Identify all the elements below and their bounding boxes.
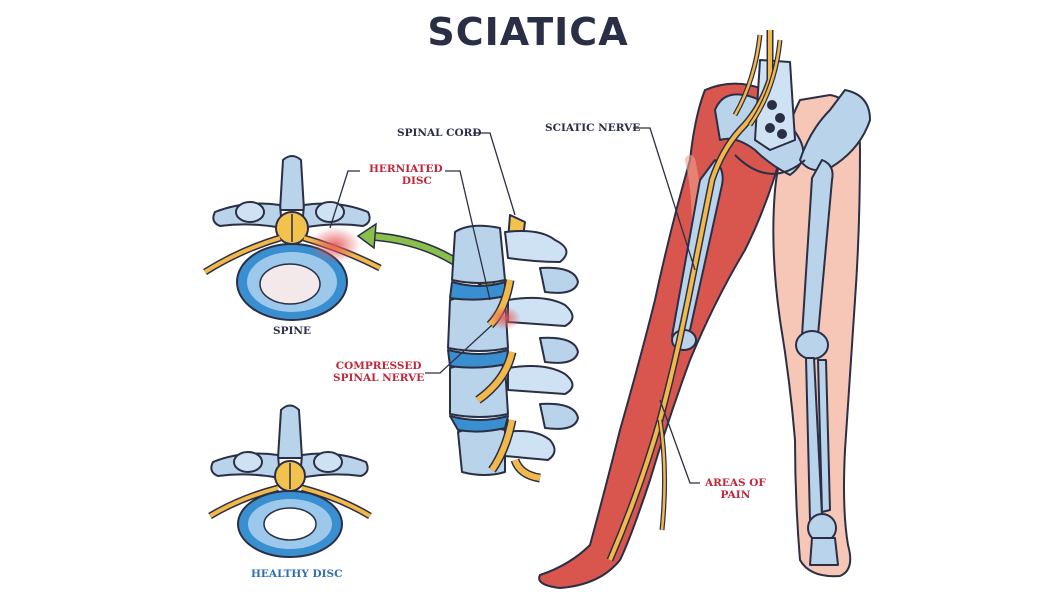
label-sciatic-nerve: SCIATIC NERVE	[545, 122, 641, 134]
page-title: SCIATICA	[427, 10, 629, 54]
label-spine: SPINE	[273, 325, 311, 337]
leader-pain	[659, 399, 700, 484]
leader-compressed	[425, 324, 493, 374]
sciatic-nerve	[606, 30, 783, 562]
herniation-pain-glow	[309, 227, 361, 263]
herniated-vertebra	[203, 155, 382, 321]
leader-lines	[329, 127, 700, 484]
label-healthy-disc: HEALTHY DISC	[251, 568, 343, 580]
label-spinal-cord: SPINAL CORD	[397, 127, 482, 139]
label-areas-of-pain: AREAS OF PAIN	[705, 477, 766, 501]
leader-herniated-column	[445, 170, 491, 301]
label-herniated-line1: HERNIATED	[369, 163, 443, 175]
leader-herniated-spine	[329, 170, 360, 229]
compression-pain-glow	[489, 306, 521, 330]
leader-sciatic	[633, 127, 696, 271]
label-compressed-spinal-nerve: COMPRESSED SPINAL NERVE	[333, 360, 424, 384]
label-herniated-disc: HERNIATED DISC	[369, 163, 443, 187]
label-areas-line2: PAIN	[720, 489, 751, 501]
healthy-vertebra	[208, 404, 372, 558]
label-herniated-line2: DISC	[401, 175, 432, 187]
leader-spinal-cord	[473, 132, 516, 216]
spine-column	[447, 214, 579, 483]
label-compressed-line1: COMPRESSED	[335, 360, 422, 372]
label-compressed-line2: SPINAL NERVE	[333, 372, 425, 384]
label-areas-line1: AREAS OF	[705, 477, 766, 489]
